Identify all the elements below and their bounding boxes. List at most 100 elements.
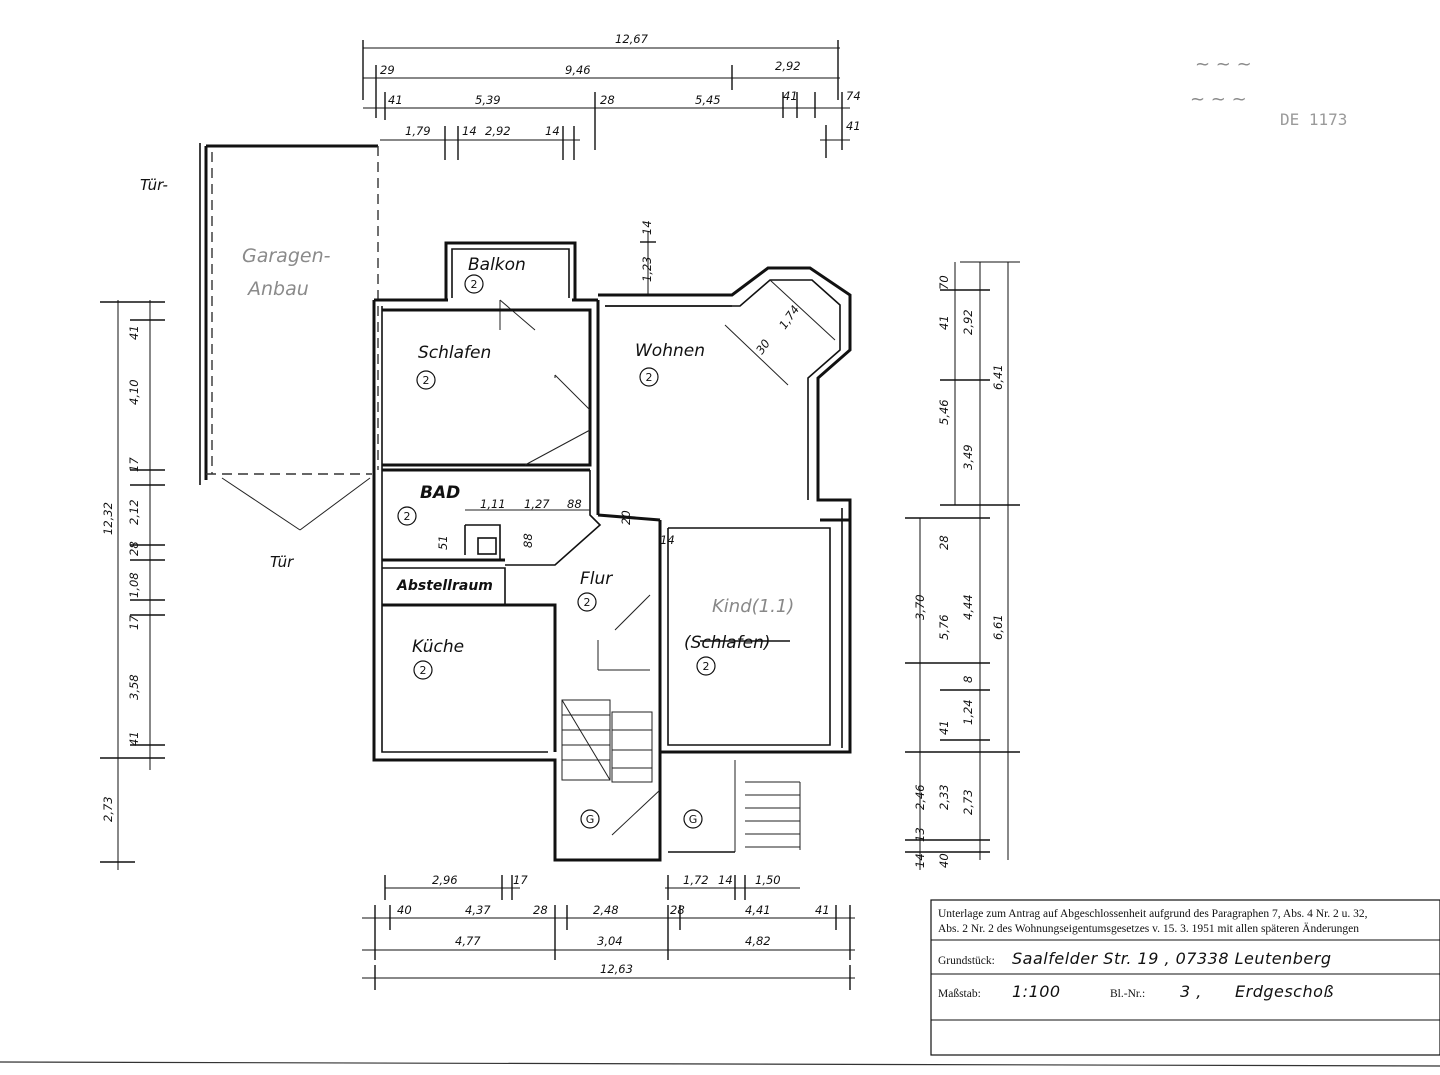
dim-top3-d: 14 — [545, 124, 560, 138]
dim-bay-174: 1,74 — [776, 303, 802, 332]
dim-top-c: 2,92 — [775, 59, 801, 73]
room-marker-g1: G — [586, 813, 595, 826]
room-label-wohnen: Wohnen — [635, 341, 705, 361]
room-marker-g2: G — [689, 813, 698, 826]
dim-bot1-296: 2,96 — [432, 873, 458, 887]
dim-top2-c: 28 — [600, 93, 615, 107]
dim-bot3-304: 3,04 — [597, 934, 623, 948]
dim-left-17a: 17 — [127, 457, 141, 472]
faint-mark: ~ ~ ~ — [1190, 89, 1247, 110]
titleblock-blnr-value: 3 , — [1180, 982, 1202, 1001]
room-label-kueche: Küche — [412, 637, 464, 657]
dim-left-108: 1,08 — [127, 572, 141, 598]
room-label-bad: BAD — [420, 483, 460, 503]
room-label-schlafen: Schlafen — [418, 343, 491, 363]
titleblock-line1: Unterlage zum Antrag auf Abgeschlossenhe… — [938, 908, 1368, 920]
dim-bad-111: 1,11 — [480, 497, 506, 511]
garage-label-1: Garagen- — [242, 245, 331, 267]
dim-bot1-14: 14 — [718, 873, 733, 887]
dim-right-70: 70 — [937, 275, 951, 290]
garage-label-2: Anbau — [246, 278, 309, 300]
faint-stamp: DE 1173 — [1280, 110, 1347, 129]
room-label-kind: Kind(1.1) — [712, 596, 794, 617]
room-marker-kueche: 2 — [420, 664, 427, 677]
dim-bot2-28a: 28 — [533, 903, 548, 917]
dim-right-13: 13 — [913, 827, 927, 842]
dim-top2-g: 41 — [846, 119, 861, 133]
room-label-flur: Flur — [580, 569, 613, 589]
titleblock-grundstueck-label: Grundstück: — [938, 955, 995, 967]
dim-right-233: 2,33 — [937, 784, 951, 810]
dim-bot2-248: 2,48 — [593, 903, 619, 917]
dim-bot3-482: 4,82 — [745, 934, 771, 948]
room-label-balkon: Balkon — [468, 255, 526, 275]
titleblock-grundstueck-value: Saalfelder Str. 19 , 07338 Leutenberg — [1012, 949, 1332, 968]
garage-annex: Garagen- Anbau Tür- Tür — [140, 143, 379, 571]
dim-left-41b: 41 — [127, 731, 141, 746]
faint-mark: ~ ~ ~ — [1195, 54, 1252, 75]
titleblock-blnr-label: Bl.-Nr.: — [1110, 988, 1145, 1000]
dimensions-right: 70 41 2,92 5,46 6,41 3,49 28 3,70 5,76 4… — [905, 261, 1020, 870]
dim-top-total: 12,67 — [615, 32, 649, 46]
dim-left-358: 3,58 — [127, 674, 141, 700]
dim-right-246: 2,46 — [913, 784, 927, 810]
dim-right-41a: 41 — [937, 315, 951, 330]
dim-bot3-477: 4,77 — [455, 934, 481, 948]
dim-bot2-41: 41 — [815, 903, 830, 917]
dim-top2-d: 5,45 — [695, 93, 721, 107]
title-block: Unterlage zum Antrag auf Abgeschlossenhe… — [930, 899, 1440, 1056]
titleblock-line2: Abs. 2 Nr. 2 des Wohnungseigentumsgesetz… — [938, 921, 1359, 935]
outside-steps — [668, 760, 801, 853]
dim-flur-14: 14 — [660, 533, 675, 547]
dim-bot2-441: 4,41 — [745, 903, 771, 917]
dim-top-b: 9,46 — [565, 63, 591, 77]
dim-flur-20: 20 — [619, 510, 633, 525]
dim-left-41a: 41 — [127, 325, 141, 340]
dim-right-349: 3,49 — [961, 444, 975, 470]
dim-right-124: 1,24 — [961, 699, 975, 725]
dim-left-28: 28 — [127, 541, 141, 556]
titleblock-geschoss-value: Erdgeschoß — [1235, 982, 1334, 1001]
dimensions-top: 12,67 29 9,46 2,92 41 5,39 28 5,45 41 74… — [362, 32, 861, 160]
room-label-kind-struck: (Schlafen) — [684, 633, 771, 653]
dim-right-370: 3,70 — [913, 594, 927, 620]
door-label-top: Tür- — [140, 176, 168, 194]
dim-bot2-28b: 28 — [670, 903, 685, 917]
dim-bot1-150: 1,50 — [755, 873, 781, 887]
dim-right-273: 2,73 — [961, 789, 975, 815]
page-edge-line — [0, 1061, 1440, 1067]
dim-bot1-172: 1,72 — [683, 873, 709, 887]
dim-top3-a: 1,79 — [405, 124, 431, 138]
room-label-abstellraum: Abstellraum — [396, 578, 493, 594]
room-marker-bad: 2 — [404, 510, 411, 523]
dim-top2-f: 74 — [846, 89, 861, 103]
dim-left-total: 12,32 — [101, 502, 115, 535]
dim-bad-51: 51 — [436, 535, 450, 550]
dim-balkon-14: 14 — [640, 220, 654, 235]
dim-left-212: 2,12 — [127, 499, 141, 525]
dim-right-576: 5,76 — [937, 614, 951, 640]
dim-top3-c: 2,92 — [485, 124, 511, 138]
door-label-bottom: Tür — [270, 553, 294, 571]
dim-bot4-1263: 12,63 — [600, 962, 633, 976]
dim-bad-88b: 88 — [521, 533, 535, 548]
dim-top-a: 29 — [380, 63, 395, 77]
room-marker-kind: 2 — [703, 660, 710, 673]
dim-left-273: 2,73 — [101, 796, 115, 822]
balkon-room: Balkon 2 — [444, 241, 577, 331]
dim-top2-b: 5,39 — [475, 93, 501, 107]
room-labels: Schlafen 2 Wohnen 2 BAD 2 Abstellraum Fl… — [396, 341, 794, 829]
titleblock-massstab-label: Maßstab: — [938, 988, 981, 1000]
room-marker-wohnen: 2 — [646, 371, 653, 384]
dim-bot2-437: 4,37 — [465, 903, 491, 917]
dim-right-8: 8 — [961, 676, 975, 683]
dim-balkon-123: 1,23 — [640, 256, 654, 282]
dim-right-444: 4,44 — [961, 594, 975, 620]
dim-bad-127: 1,27 — [524, 497, 550, 511]
dim-bot2-40: 40 — [397, 903, 412, 917]
dim-bot1-17: 17 — [513, 873, 528, 887]
faint-marks: ~ ~ ~ ~ ~ ~ DE 1173 — [1190, 54, 1347, 129]
dim-bad-88a: 88 — [567, 497, 582, 511]
dim-left-410: 4,10 — [127, 379, 141, 405]
